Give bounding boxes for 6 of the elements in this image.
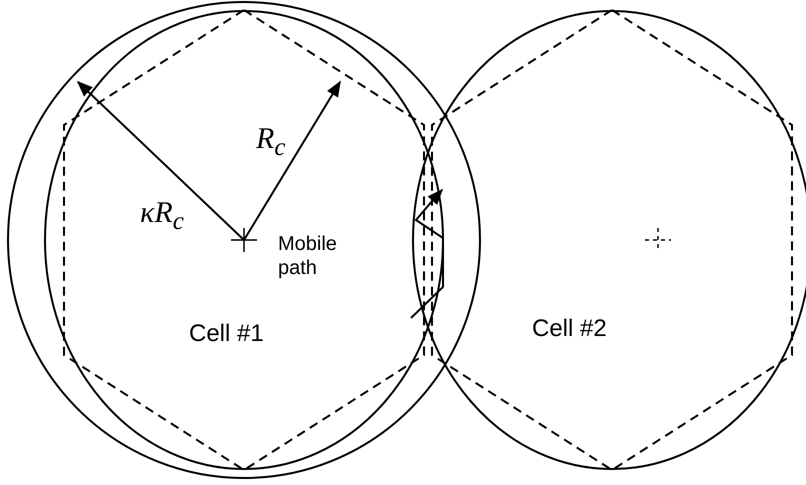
cell-label: Cell #2	[532, 315, 607, 343]
cell-label: Cell #1	[189, 320, 264, 348]
cell-circle	[44, 10, 444, 470]
path-label: Mobile path	[278, 232, 338, 280]
radius-label: R$_{c}$	[256, 122, 286, 162]
radius-label: κR$_{c}$	[140, 196, 184, 236]
